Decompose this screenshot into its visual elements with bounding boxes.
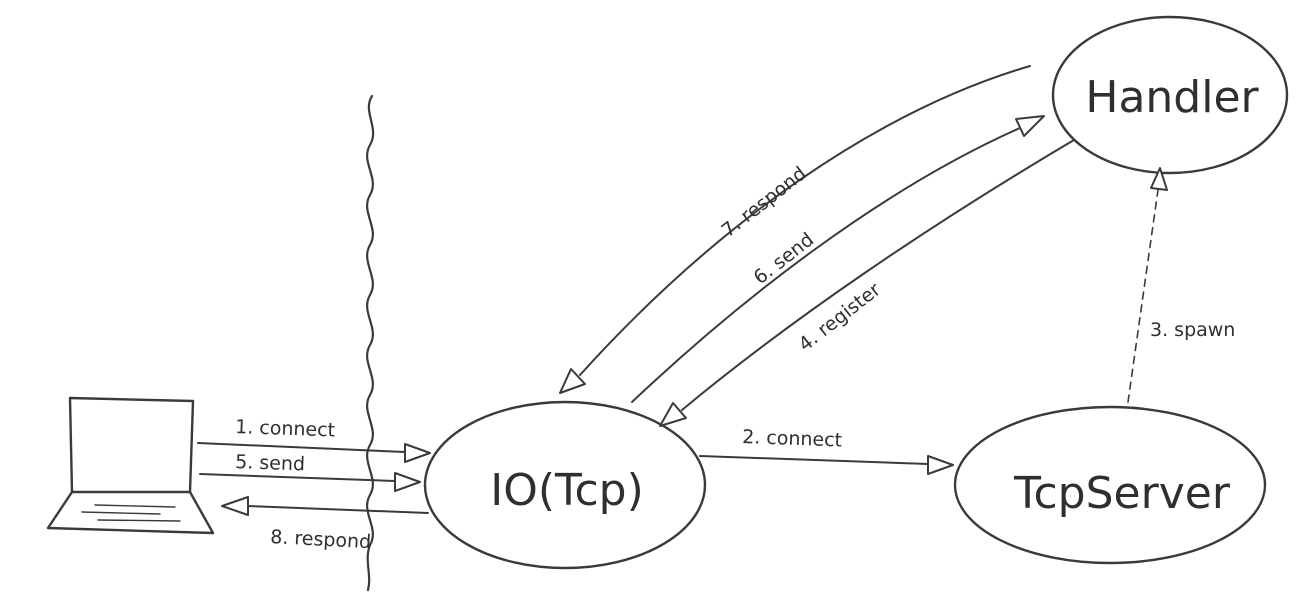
io-tcp-node bbox=[423, 400, 707, 570]
tcp-server-node bbox=[953, 405, 1267, 565]
network-boundary-line bbox=[366, 94, 375, 592]
arrowhead bbox=[1150, 167, 1168, 191]
arrowhead bbox=[394, 472, 421, 492]
arrowhead bbox=[1015, 115, 1045, 137]
arrow-send-6 bbox=[631, 127, 1021, 403]
arrow-connect-1 bbox=[197, 442, 406, 453]
arrowhead bbox=[221, 496, 249, 516]
edge-label-respond-8: 8. respond bbox=[270, 526, 372, 553]
edge-label-connect-2: 2. connect bbox=[742, 426, 843, 451]
arrowhead bbox=[559, 368, 586, 394]
arrow-respond-8 bbox=[246, 505, 429, 514]
arrowhead bbox=[659, 402, 687, 427]
io-tcp-label: IO(Tcp) bbox=[490, 465, 643, 516]
edge-label-respond-7: 7. respond bbox=[718, 162, 811, 241]
edge-label-connect-1: 1. connect bbox=[235, 416, 336, 441]
arrowhead bbox=[927, 455, 954, 475]
handler-label: Handler bbox=[1085, 72, 1259, 123]
handler-node bbox=[1051, 15, 1289, 175]
edge-label-send-5: 5. send bbox=[235, 451, 306, 475]
tcp-server-label: TcpServer bbox=[1013, 468, 1231, 519]
arrow-respond-7 bbox=[579, 65, 1031, 376]
arrow-spawn-3 bbox=[1127, 189, 1159, 403]
arrow-connect-2 bbox=[699, 455, 929, 465]
laptop-icon bbox=[46, 396, 215, 535]
edge-label-send-6: 6. send bbox=[750, 229, 819, 289]
arrow-register-4 bbox=[681, 139, 1075, 411]
edge-label-spawn-3: 3. spawn bbox=[1150, 319, 1235, 341]
arrow-send-5 bbox=[199, 473, 396, 482]
arrowhead bbox=[404, 443, 431, 463]
